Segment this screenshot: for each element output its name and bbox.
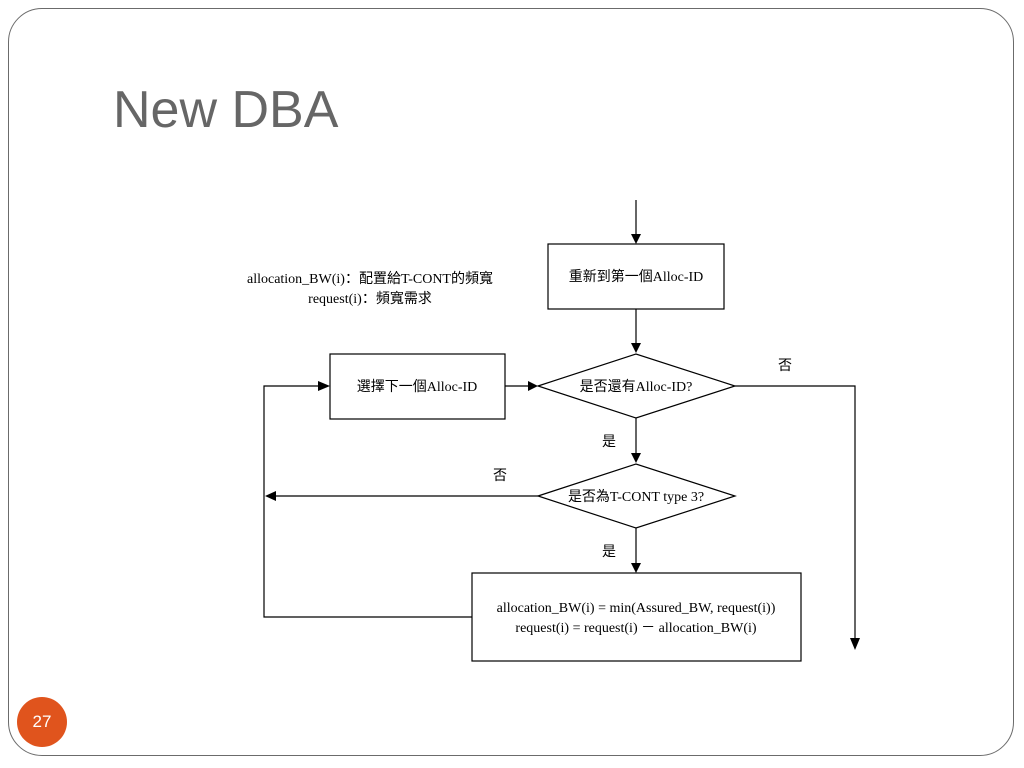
select-next-alloc-id-box: 選擇下一個Alloc-ID (329, 353, 506, 420)
compute-line-2: request(i) = request(i) － allocation_BW(… (515, 621, 756, 636)
arrow-no-more-exit (735, 385, 860, 650)
page-number-badge: 27 (17, 697, 67, 747)
decision-more-label: 是否還有Alloc-ID? (580, 379, 693, 395)
arrow-loop-back (263, 381, 472, 618)
decision-tcont-type3: 是否為T-CONT type 3? (536, 463, 737, 529)
entry-arrow (631, 200, 641, 244)
slide-frame (8, 8, 1014, 756)
legend-request: request(i)：頻寬需求 (308, 290, 432, 307)
arrow-no-type3 (265, 491, 538, 501)
legend-allocation-bw: allocation_BW(i)：配置給T-CONT的頻寬 (247, 270, 493, 287)
label-yes-type3: 是 (602, 545, 616, 560)
decision-more-alloc-id: 是否還有Alloc-ID? (536, 353, 737, 419)
label-yes-more: 是 (602, 435, 616, 450)
reset-box-label: 重新到第一個Alloc-ID (569, 268, 704, 285)
select-next-box-label: 選擇下一個Alloc-ID (357, 379, 478, 395)
arrow-select-to-decision (505, 381, 538, 391)
compute-allocation-box: allocation_BW(i) = min(Assured_BW, reque… (471, 572, 802, 662)
decision-type3-label: 是否為T-CONT type 3? (568, 489, 704, 505)
label-no-type3: 否 (493, 469, 507, 484)
arrow-yes-more (631, 418, 641, 463)
label-no-more: 否 (778, 359, 792, 374)
reset-to-first-alloc-id-box: 重新到第一個Alloc-ID (547, 243, 725, 310)
slide-title: New DBA (113, 81, 339, 139)
compute-line-1: allocation_BW(i) = min(Assured_BW, reque… (497, 601, 776, 616)
arrow-yes-type3 (631, 528, 641, 573)
arrow-reset-to-decision (631, 309, 641, 353)
